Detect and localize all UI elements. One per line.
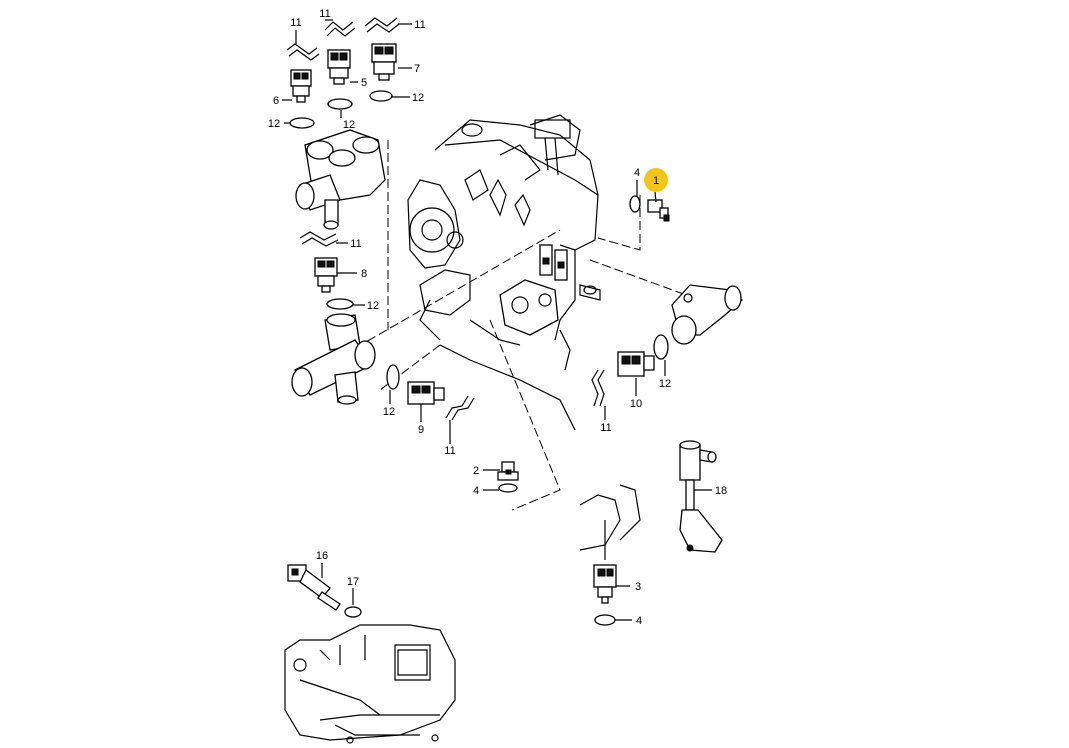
sensor-16 — [287, 564, 341, 611]
callout-leaders — [282, 19, 712, 621]
callout-11f: 11 — [600, 422, 611, 434]
seal-ring-12e — [386, 364, 400, 390]
callout-12c: 12 — [343, 119, 355, 131]
coolant-flange-lower — [291, 313, 376, 405]
pipe-lines-lower-right — [579, 484, 641, 560]
seal-ring-4a — [629, 195, 641, 213]
o-ring-17 — [344, 606, 362, 618]
oil-pressure-switch-1 — [647, 199, 670, 222]
clip-11b — [324, 21, 356, 37]
coolant-flange-upper — [295, 129, 386, 230]
sender-18 — [679, 440, 723, 553]
callout-12f: 12 — [659, 378, 671, 390]
callout-2: 2 — [473, 465, 479, 477]
sender-3 — [593, 564, 617, 604]
clip-11e — [445, 395, 475, 421]
callout-3: 3 — [635, 581, 641, 593]
clip-11a — [286, 43, 320, 61]
switch-8 — [314, 257, 338, 293]
clip-11d — [299, 231, 339, 247]
callout-4a: 4 — [634, 167, 640, 179]
callout-8: 8 — [361, 268, 367, 280]
clip-11c — [364, 17, 400, 33]
seal-ring-12f — [653, 334, 669, 360]
callout-11c: 11 — [414, 19, 425, 31]
callout-7: 7 — [414, 63, 420, 75]
sensor-2 — [497, 461, 519, 481]
callout-11e: 11 — [444, 445, 455, 457]
callout-6: 6 — [273, 95, 279, 107]
callout-11d: 11 — [350, 238, 361, 250]
switch-7 — [371, 43, 397, 81]
callout-11b: 11 — [319, 8, 330, 20]
switch-5 — [327, 49, 351, 85]
callout-17: 17 — [347, 576, 359, 588]
callout-labels: 11 11 11 5 7 6 12 12 12 11 8 12 12 9 11 … — [268, 8, 727, 627]
callout-12b: 12 — [268, 118, 280, 130]
callout-5: 5 — [361, 77, 367, 89]
engine-detail-bottom — [284, 624, 456, 744]
switch-9 — [407, 381, 445, 405]
callout-12e: 12 — [383, 406, 395, 418]
callout-4c: 4 — [636, 615, 642, 627]
callout-1: 1 — [653, 175, 659, 187]
seal-ring-12d — [326, 298, 354, 310]
engine-block — [407, 114, 601, 431]
switch-6 — [290, 69, 312, 103]
callout-4b: 4 — [473, 485, 479, 497]
coolant-pipe-right — [671, 284, 743, 345]
callout-1-highlight — [644, 168, 668, 192]
callout-9: 9 — [418, 424, 424, 436]
callout-11a: 11 — [290, 17, 301, 29]
callout-16: 16 — [316, 550, 328, 562]
callout-18: 18 — [715, 485, 727, 497]
callout-12a: 12 — [412, 92, 424, 104]
clip-11f — [591, 369, 605, 407]
seal-ring-4c — [594, 614, 616, 626]
seal-rings-top — [289, 90, 393, 129]
dashed-leader-lines — [299, 140, 701, 511]
seal-ring-4b — [498, 483, 518, 493]
callout-10: 10 — [630, 398, 642, 410]
callout-12d: 12 — [367, 300, 379, 312]
switch-10 — [617, 351, 655, 377]
